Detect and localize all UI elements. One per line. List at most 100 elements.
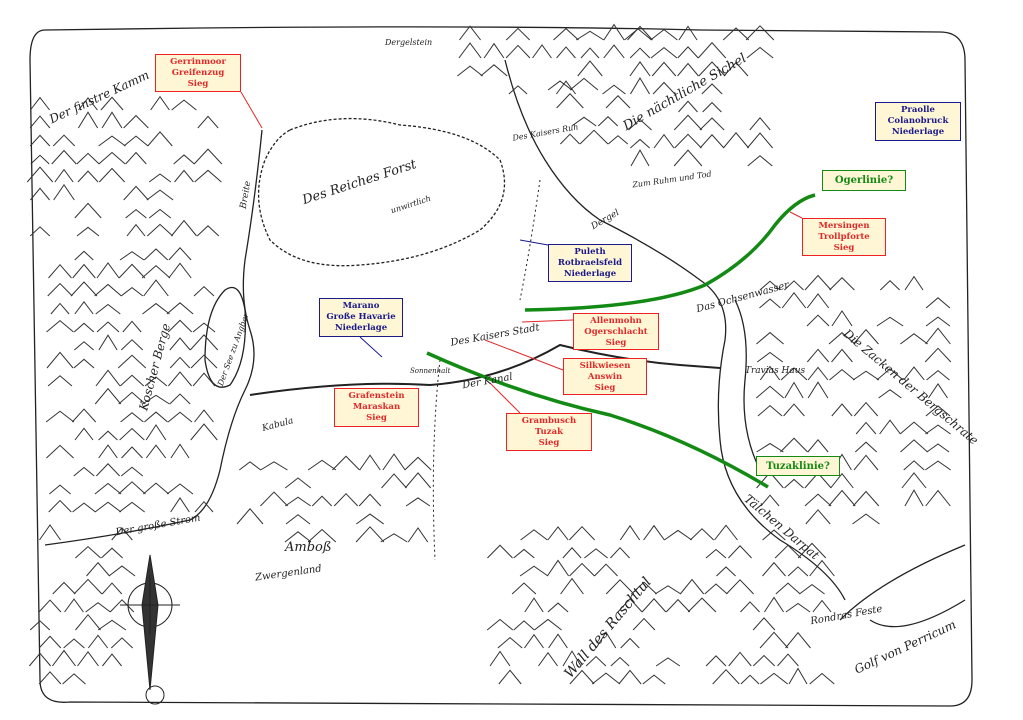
mountain-icon — [46, 444, 74, 459]
mountain-icon — [534, 618, 562, 631]
mountain-icon — [579, 129, 609, 145]
mountain-icon — [752, 654, 776, 667]
mountain-icon — [72, 263, 96, 279]
mountain-icon — [78, 97, 98, 111]
mountain-icon — [547, 80, 573, 91]
mountain-icon — [190, 423, 218, 441]
mountain-icon — [86, 561, 110, 577]
mountain-icon — [784, 280, 804, 291]
mountain-icon — [595, 631, 617, 649]
mountain-icon — [98, 135, 126, 147]
mountain-icon — [652, 81, 676, 95]
mountain-icon — [807, 381, 829, 399]
mountain-icon — [94, 482, 122, 495]
mountain-icon — [174, 169, 194, 183]
mountain-icon — [701, 83, 723, 95]
mountain-icon — [783, 403, 805, 417]
mountain-icon — [556, 80, 576, 95]
mountain-icon — [760, 494, 780, 507]
mountain-icon — [333, 492, 359, 507]
mountain-icon — [54, 168, 74, 183]
mountain-icon — [147, 131, 173, 147]
mountain-icon — [125, 208, 147, 219]
mountain-icon — [631, 581, 657, 595]
mountain-icon — [53, 183, 75, 201]
mountain-icon — [63, 638, 85, 649]
mountain-icon — [806, 293, 830, 309]
mountain-icon — [458, 42, 482, 59]
mountain-icon — [785, 631, 811, 649]
mountain-icon — [48, 263, 72, 279]
connector-gerrinmoor — [240, 91, 263, 129]
mountain-icon — [788, 667, 808, 685]
mountain-icon — [628, 118, 652, 131]
mountain-icon — [728, 545, 752, 559]
mountain-icon — [144, 376, 168, 387]
mountain-icon — [605, 579, 635, 595]
mountain-icon — [538, 651, 558, 667]
mountain-icon — [236, 507, 264, 525]
battle-place: Allenmohn — [590, 316, 642, 326]
mountain-icon — [925, 460, 951, 471]
mountain-icon — [630, 149, 650, 167]
mountain-icon — [762, 561, 786, 577]
mountain-icon — [804, 274, 832, 291]
battle-result: Niederlage — [334, 323, 388, 333]
mountain-icon — [678, 25, 698, 41]
mountain-icon — [809, 559, 835, 577]
mountain-icon — [51, 149, 77, 165]
mountain-icon — [809, 672, 835, 685]
mountain-icon — [29, 620, 51, 631]
mountain-icon — [148, 173, 172, 183]
mountain-icon — [49, 484, 71, 495]
mountain-icon — [799, 583, 825, 595]
mountain-icon — [196, 225, 220, 237]
mountain-icon — [145, 424, 167, 441]
mountain-icon — [723, 61, 749, 77]
mountain-icon — [903, 460, 925, 471]
battle-name: Tuzak — [535, 427, 563, 437]
tuzaklinie-label[interactable]: Tuzaklinie? — [756, 456, 840, 476]
mountain-icon — [511, 582, 537, 595]
connector-puleth — [519, 239, 549, 246]
mountain-icon — [166, 483, 194, 495]
river-dergel — [504, 59, 846, 601]
ogerlinie-label[interactable]: Ogerlinie? — [822, 170, 906, 191]
mountain-icon — [70, 281, 98, 297]
mountain-icon — [38, 635, 62, 649]
mountain-icon — [643, 524, 665, 541]
mountain-icon — [610, 656, 630, 667]
mountain-icon — [797, 542, 827, 559]
mountain-icon — [853, 328, 879, 345]
mountain-icon — [96, 321, 120, 333]
mountain-icon — [925, 316, 951, 327]
mountain-icon — [607, 135, 629, 145]
mountain-icon — [759, 631, 789, 649]
mountain-icon — [98, 444, 118, 459]
mountain-icon — [828, 489, 856, 507]
mountain-icon — [404, 472, 432, 489]
mountain-icon — [194, 500, 214, 513]
mountain-icon — [650, 28, 678, 41]
mountain-icon — [580, 47, 600, 59]
mountain-icon — [120, 339, 144, 351]
mountain-icon — [903, 366, 925, 381]
mountain-icon — [705, 548, 727, 559]
mountain-icon — [829, 277, 855, 291]
battle-result: Sieg — [187, 79, 209, 89]
mountain-icon — [167, 411, 193, 423]
mountain-icon — [332, 455, 360, 471]
mountain-icon — [617, 598, 643, 613]
mountain-icon — [197, 115, 219, 129]
mountain-icon — [698, 61, 726, 77]
